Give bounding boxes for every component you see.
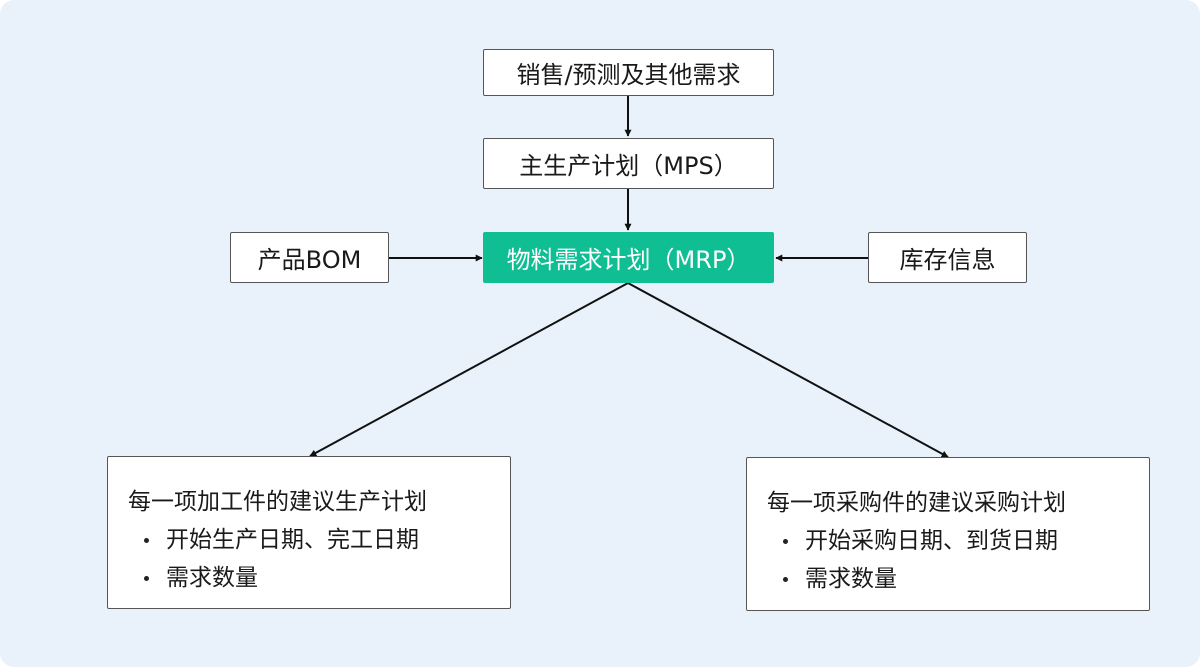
- node-sales-forecast-label: 销售/预测及其他需求: [516, 61, 741, 89]
- production-plan-item: 需求数量: [142, 559, 510, 597]
- output-production-plan: 每一项加工件的建议生产计划 开始生产日期、完工日期 需求数量: [107, 456, 511, 609]
- node-mps: 主生产计划（MPS）: [483, 138, 774, 189]
- arrow-mrp-to-purchase: [627, 282, 949, 458]
- node-inventory-info-label: 库存信息: [899, 246, 996, 274]
- node-mrp-label: 物料需求计划（MRP）: [506, 246, 751, 274]
- node-mps-label: 主生产计划（MPS）: [519, 152, 738, 180]
- production-plan-item: 开始生产日期、完工日期: [142, 521, 510, 559]
- production-plan-heading: 每一项加工件的建议生产计划: [128, 489, 427, 515]
- purchase-plan-heading: 每一项采购件的建议采购计划: [767, 490, 1066, 516]
- purchase-plan-list: 开始采购日期、到货日期 需求数量: [747, 522, 1149, 598]
- node-inventory-info: 库存信息: [868, 232, 1027, 283]
- node-product-bom-label: 产品BOM: [257, 246, 362, 274]
- purchase-plan-item: 开始采购日期、到货日期: [781, 522, 1149, 560]
- purchase-plan-item: 需求数量: [781, 560, 1149, 598]
- output-purchase-plan: 每一项采购件的建议采购计划 开始采购日期、到货日期 需求数量: [746, 457, 1150, 611]
- node-product-bom: 产品BOM: [230, 232, 389, 283]
- node-sales-forecast: 销售/预测及其他需求: [483, 49, 774, 96]
- node-mrp: 物料需求计划（MRP）: [483, 232, 774, 283]
- production-plan-list: 开始生产日期、完工日期 需求数量: [108, 521, 510, 597]
- arrow-mrp-to-production: [309, 282, 629, 457]
